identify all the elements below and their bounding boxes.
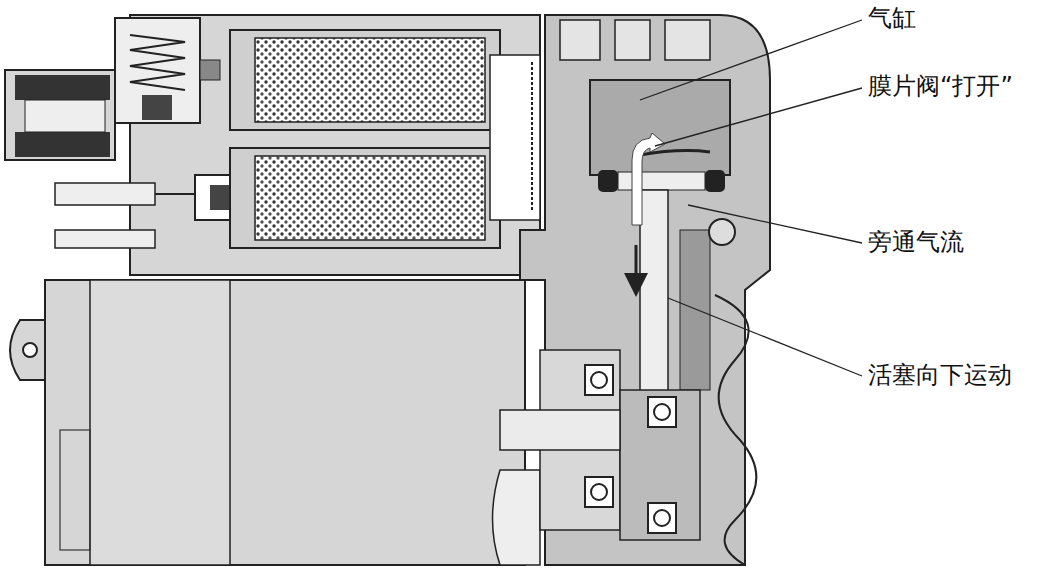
callout-label: 膜片阀“打开” (866, 72, 1015, 100)
callout-label: 活塞向下运动 (866, 361, 1014, 389)
callout-label: 旁通气流 (866, 228, 966, 256)
leader-lines (640, 20, 862, 376)
callout-label: 气缸 (866, 4, 918, 32)
